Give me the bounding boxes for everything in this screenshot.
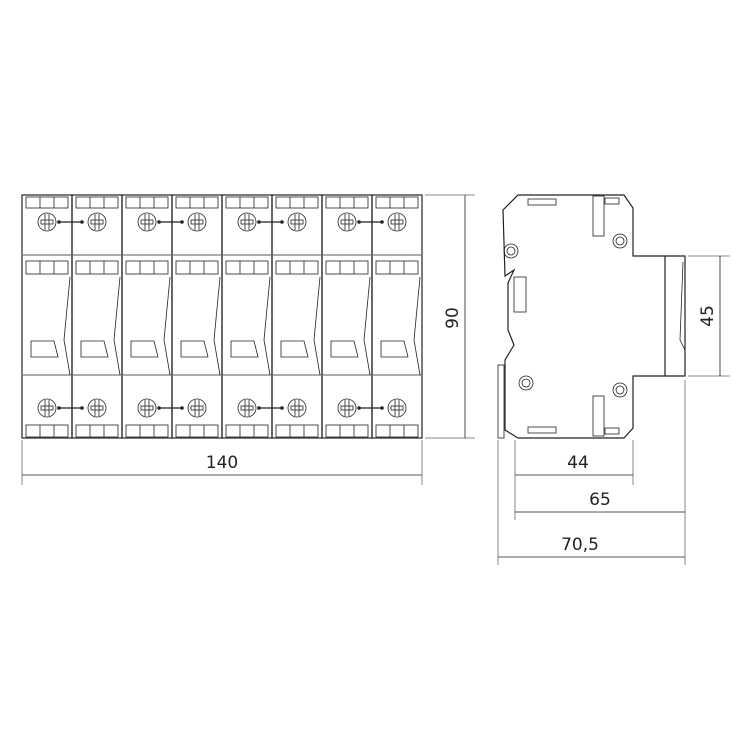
screw-icon bbox=[287, 398, 307, 418]
bridge-link bbox=[157, 406, 184, 410]
module bbox=[221, 194, 284, 439]
screw-icon bbox=[237, 398, 257, 418]
side-slot bbox=[604, 427, 620, 435]
screw-icon bbox=[187, 398, 207, 418]
screw-icon bbox=[87, 398, 107, 418]
module bbox=[371, 194, 423, 439]
dim-height-label: 90 bbox=[443, 307, 463, 329]
screw-icon bbox=[287, 212, 307, 232]
front-view bbox=[21, 194, 423, 439]
screw-icon bbox=[37, 398, 57, 418]
side-slot bbox=[604, 197, 620, 205]
lever-edge bbox=[363, 276, 371, 376]
module bbox=[71, 194, 123, 439]
bridge-link bbox=[357, 220, 384, 224]
indicator-window bbox=[330, 340, 359, 358]
screw-icon bbox=[187, 212, 207, 232]
dim-width-label: 140 bbox=[206, 453, 238, 473]
bridge-link bbox=[257, 406, 284, 410]
screw-icon bbox=[337, 398, 357, 418]
module bbox=[321, 194, 384, 439]
lever-edge bbox=[263, 276, 271, 376]
indicator-window bbox=[230, 340, 259, 358]
screw-icon bbox=[237, 212, 257, 232]
screw-icon bbox=[337, 212, 357, 232]
side-body-outline bbox=[502, 194, 686, 439]
screw-icon bbox=[37, 212, 57, 232]
side-screws bbox=[503, 233, 628, 398]
lever-edge bbox=[63, 276, 71, 376]
screw-icon bbox=[387, 212, 407, 232]
dimension-lines bbox=[21, 194, 730, 565]
module bbox=[271, 194, 323, 439]
bridge-link bbox=[257, 220, 284, 224]
rail-clip bbox=[513, 276, 527, 313]
dim-rail-label: 45 bbox=[698, 305, 718, 327]
indicator-window bbox=[180, 340, 209, 358]
indicator-window bbox=[130, 340, 159, 358]
lever-edge bbox=[163, 276, 171, 376]
bridge-link bbox=[157, 220, 184, 224]
dim-depth-front-label: 65 bbox=[589, 490, 611, 510]
side-slot bbox=[527, 198, 557, 206]
side-slot bbox=[592, 195, 605, 237]
lever-edge bbox=[113, 276, 121, 376]
module bbox=[121, 194, 184, 439]
bridge-link bbox=[357, 406, 384, 410]
indicator-window bbox=[280, 340, 309, 358]
rail-latch bbox=[497, 364, 505, 439]
bridge-link bbox=[57, 406, 84, 410]
dim-depth-total-label: 70,5 bbox=[561, 535, 599, 555]
screw-icon bbox=[87, 212, 107, 232]
side-slot bbox=[592, 395, 605, 437]
side-view bbox=[497, 194, 686, 439]
indicator-window bbox=[80, 340, 109, 358]
indicator-window bbox=[30, 340, 59, 358]
lever-edge bbox=[213, 276, 221, 376]
side-slot bbox=[527, 426, 557, 434]
screw-icon bbox=[387, 398, 407, 418]
dim-depth-body-label: 44 bbox=[567, 453, 589, 473]
side-lever bbox=[679, 261, 686, 351]
screw-icon bbox=[137, 212, 157, 232]
module bbox=[21, 194, 84, 439]
lever-edge bbox=[413, 276, 421, 376]
bridge-link bbox=[57, 220, 84, 224]
lever-edge bbox=[313, 276, 321, 376]
screw-icon bbox=[137, 398, 157, 418]
module bbox=[171, 194, 223, 439]
indicator-window bbox=[380, 340, 409, 358]
